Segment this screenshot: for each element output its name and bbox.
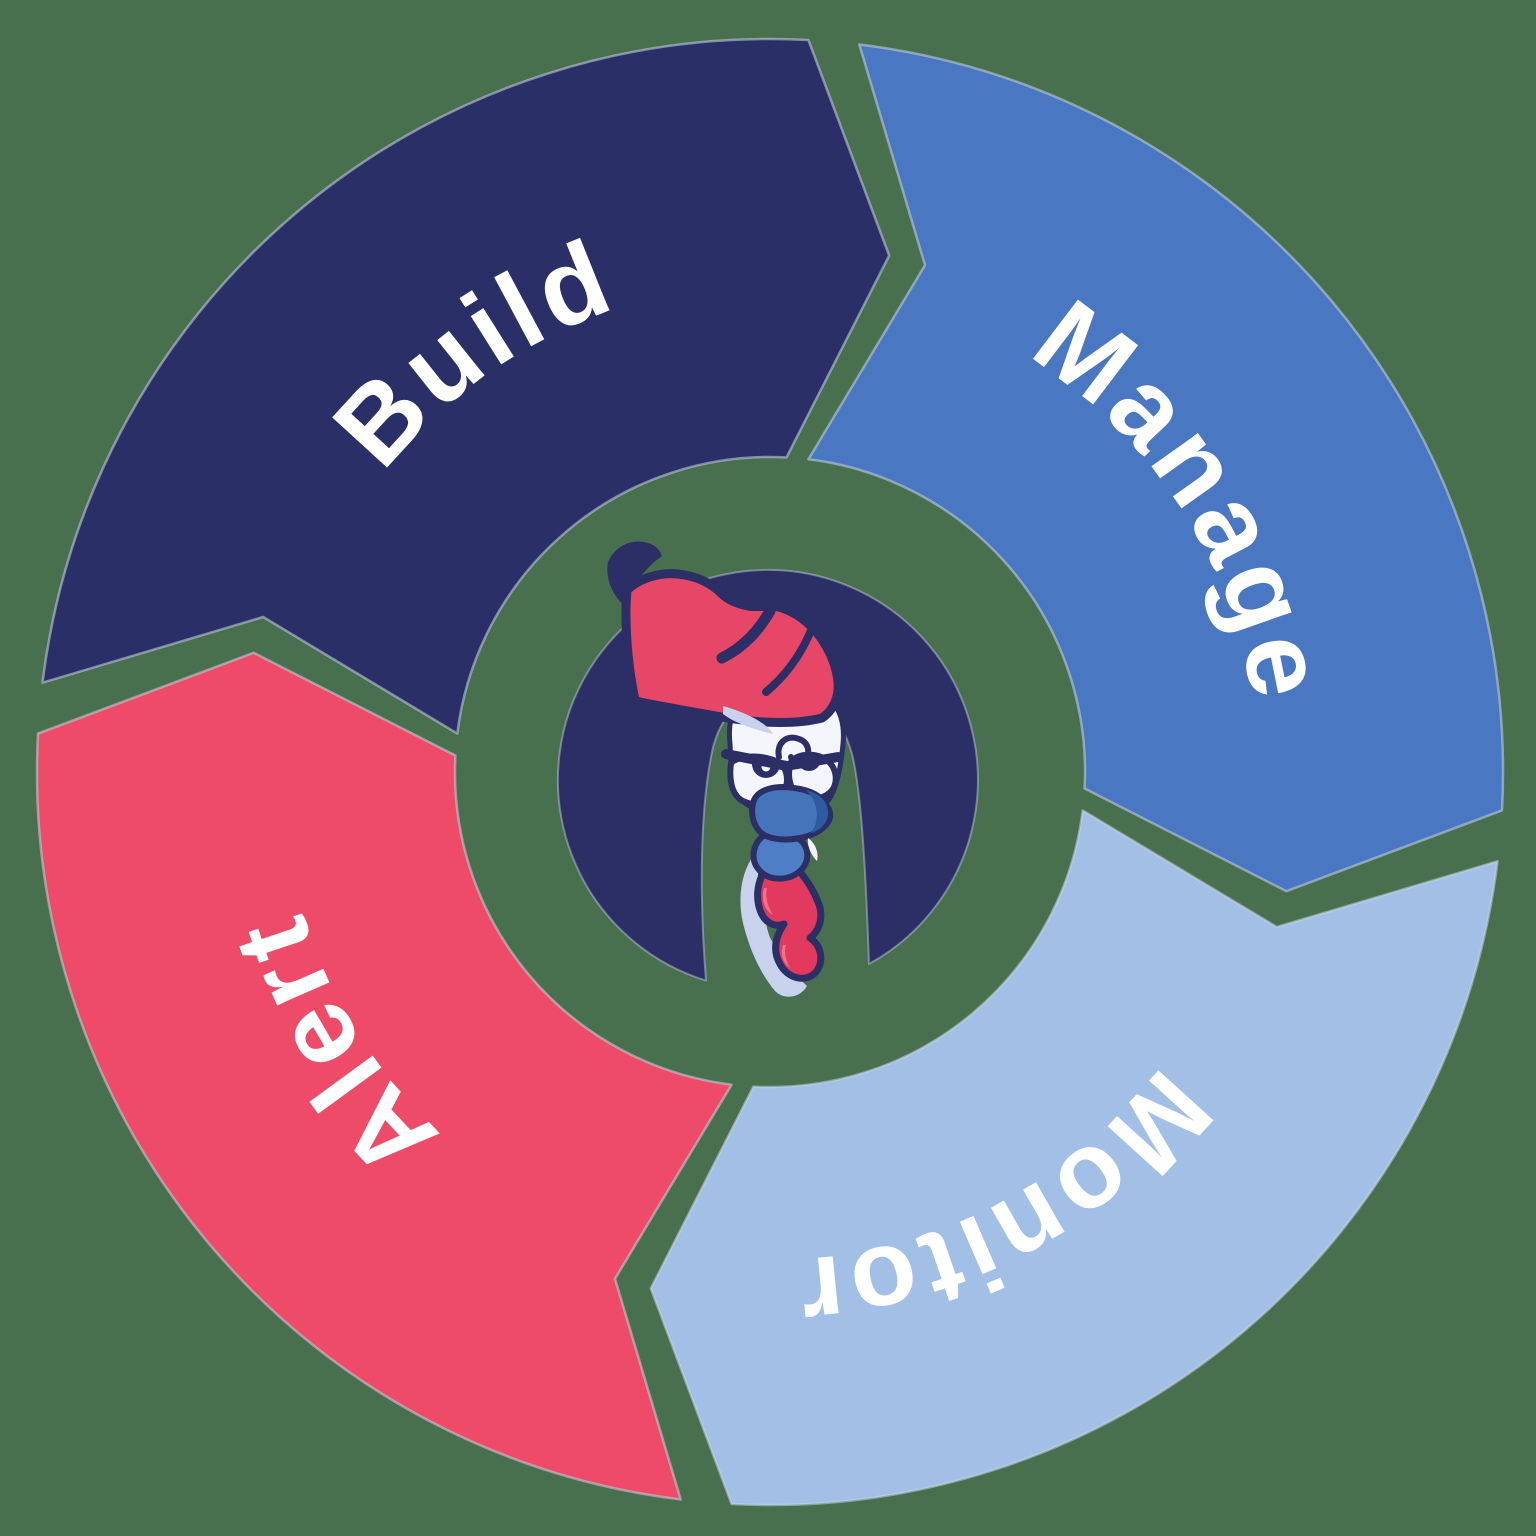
mascot-comb-strand-2 <box>762 624 816 696</box>
mascot-comb-strand <box>716 605 776 664</box>
rooster-mascot-icon <box>556 541 979 997</box>
mascot-beak-shade <box>806 790 829 833</box>
mascot-beak-upper <box>749 784 834 843</box>
mascot-forelock-curl <box>775 734 812 766</box>
segment-build-arrow <box>41 37 891 735</box>
segment-alert-arrow <box>35 651 733 1501</box>
segment-manage-arrow <box>807 43 1505 893</box>
mascot-beak-glint <box>807 838 818 861</box>
mascot-comb-shadow <box>723 706 773 734</box>
mascot-comb-spike <box>607 541 662 606</box>
mascot-eyelid-left <box>721 749 792 771</box>
segment-monitor-arrow <box>649 809 1499 1507</box>
mascot-wattle-highlight <box>762 888 790 968</box>
